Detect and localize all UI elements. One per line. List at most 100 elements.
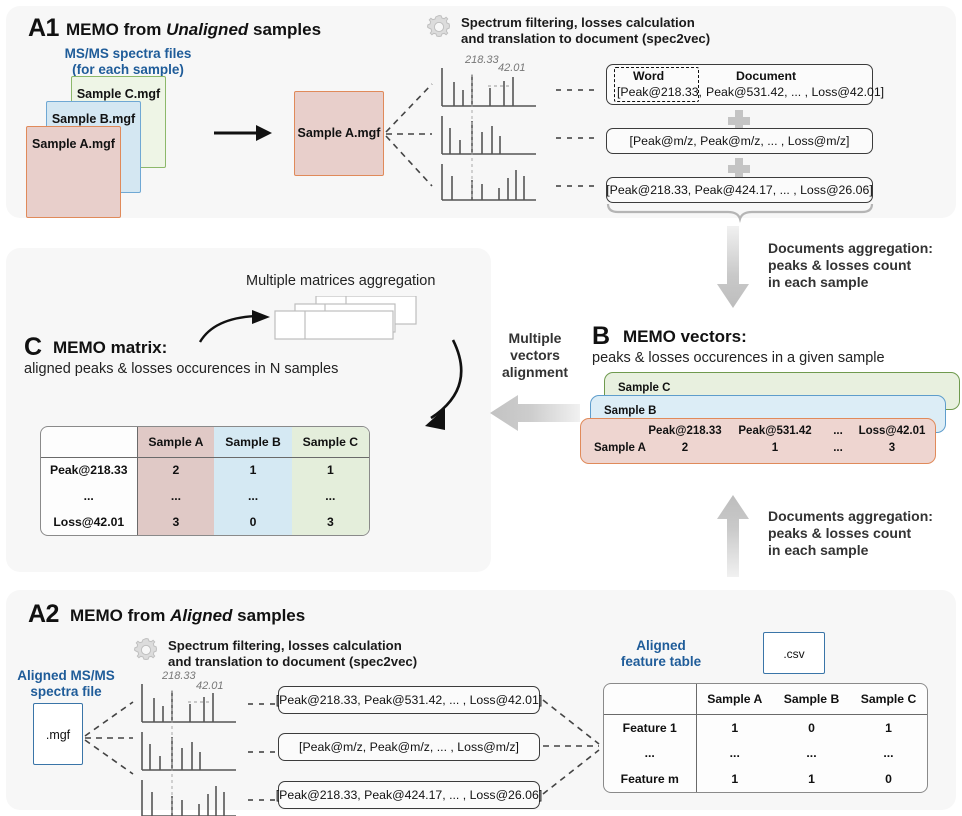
vector-bar-sample-a[interactable] [580, 418, 936, 464]
aggregation-caption-top: Documents aggregation: peaks & losses co… [768, 240, 933, 290]
document-box-2[interactable]: [Peak@m/z, Peak@m/z, ... , Loss@m/z] [606, 128, 873, 154]
matrix-cell-2-0: 3 [136, 509, 215, 535]
vector-val-1: 1 [771, 442, 779, 454]
vector-label-sample-b: Sample B [604, 405, 657, 417]
spectra-plots-a2 [141, 684, 236, 816]
peak-label-218: 218.33 [465, 54, 499, 66]
document-header: Document [736, 69, 797, 83]
matrix-cell-1-0: ... [136, 483, 215, 509]
multiple-matrices-aggregation-label: Multiple matrices aggregation [246, 273, 436, 289]
msms-spectra-files-label: MS/MS spectra files (for each sample) [64, 46, 192, 77]
document-box-a2-2[interactable]: [Peak@m/z, Peak@m/z, ... , Loss@m/z] [278, 733, 540, 761]
matrix-col-sample-a: Sample A [136, 427, 215, 458]
peak-label-42-a2: 42.01 [196, 680, 224, 692]
gear-caption-a1: Spectrum filtering, losses calculation a… [461, 15, 711, 46]
feature-col-empty [604, 684, 696, 716]
feature-cell-1-1: ... [806, 746, 817, 761]
vector-label-sample-a: Sample A [594, 442, 646, 454]
arrow-down-aggregation-top-icon [717, 226, 749, 308]
table-row: Loss@42.01 3 0 3 [41, 509, 369, 535]
gear-icon [426, 14, 451, 38]
vector-col-1: Peak@531.42 [738, 425, 812, 437]
panel-b-title: MEMO vectors: [623, 327, 747, 346]
vector-val-3: 3 [888, 442, 896, 454]
panel-b-subtitle: peaks & losses occurences in a given sam… [592, 350, 885, 366]
aggregation-caption-bottom: Documents aggregation: peaks & losses co… [768, 508, 933, 558]
multiple-vectors-alignment-caption: Multiple vectors alignment [501, 330, 569, 380]
matrix-row-label-1: ... [83, 489, 94, 503]
matrix-row-label-2: Loss@42.01 [53, 515, 125, 529]
spectra-plots-a1 [441, 68, 536, 201]
vector-label-sample-c: Sample C [618, 382, 671, 394]
table-header-row: Sample A Sample B Sample C [604, 684, 927, 716]
feature-col-sample-a: Sample A [695, 684, 774, 716]
gear-caption-a2: Spectrum filtering, losses calculation a… [168, 638, 418, 669]
feature-row-label-1: ... [644, 746, 655, 761]
peak-label-218-a2: 218.33 [162, 670, 196, 682]
connector-lines-a1 [385, 83, 433, 187]
matrix-col-sample-c: Sample C [291, 427, 369, 458]
arrow-left-alignment-icon [490, 395, 580, 431]
selected-file-sample-a[interactable]: Sample A.mgf [294, 91, 384, 176]
matrix-cell-0-2: 1 [291, 457, 369, 483]
word-header: Word [633, 69, 665, 83]
stacked-matrices-icon [274, 296, 417, 340]
document-box-1[interactable] [606, 64, 873, 105]
feature-col-sample-c: Sample C [850, 684, 927, 716]
feature-cell-1-0: ... [695, 740, 774, 767]
feature-cell-0-0: 1 [695, 714, 774, 741]
aligned-feature-table[interactable]: Sample A Sample B Sample C Feature 1 1 0… [603, 683, 928, 793]
word-highlight-box [614, 67, 699, 102]
connector-lines-a2 [84, 701, 134, 775]
aligned-feature-table-label: Aligned feature table [620, 638, 702, 669]
document-box-a2-1[interactable]: [Peak@218.33, Peak@531.42, ... , Loss@42… [276, 686, 542, 714]
table-row: ... ... ... ... [604, 740, 927, 767]
matrix-row-label-0: Peak@218.33 [49, 463, 128, 478]
feature-cell-1-2: ... [883, 746, 894, 761]
panel-c-letter: C [24, 333, 42, 361]
panel-a1-letter: A1 [28, 14, 59, 42]
feature-col-sample-b: Sample B [773, 684, 850, 716]
document-rest-text: Peak@531.42, ... , Loss@42.01] [706, 85, 885, 99]
feature-cell-2-0: 1 [695, 766, 774, 792]
curved-arrow-to-matrix-icon [425, 339, 463, 430]
gear-icon-a2 [133, 637, 158, 661]
document-word-text: [Peak@218.33, [617, 85, 702, 99]
feature-cell-0-2: 1 [885, 720, 892, 735]
mgf-file-box[interactable]: .mgf [33, 703, 83, 765]
document-box-3[interactable]: [Peak@218.33, Peak@424.17, ... , Loss@26… [606, 177, 873, 203]
matrix-cell-2-2: 3 [291, 509, 369, 535]
vector-col-3: Loss@42.01 [858, 425, 926, 437]
matrix-col-empty [41, 427, 137, 458]
file-card-sample-a[interactable]: Sample A.mgf [26, 126, 121, 218]
vector-val-2: ... [833, 442, 843, 454]
panel-a1-title: MEMO from Unaligned samples [66, 20, 322, 39]
panel-c-subtitle: aligned peaks & losses occurences in N s… [24, 361, 339, 377]
matrix-cell-0-0: 2 [136, 457, 215, 483]
matrix-cell-2-1: 0 [214, 509, 292, 535]
feature-cell-2-2: 0 [885, 772, 892, 787]
table-header-row: Sample A Sample B Sample C [41, 427, 369, 458]
table-row: Peak@218.33 2 1 1 [41, 457, 369, 483]
csv-file-box[interactable]: .csv [763, 632, 825, 674]
table-row: Feature m 1 1 0 [604, 766, 927, 792]
matrix-cell-1-2: ... [291, 483, 369, 509]
panel-b-letter: B [592, 322, 610, 350]
flow-arrow-right-icon [214, 125, 272, 141]
document-box-a2-3[interactable]: [Peak@218.33, Peak@424.17, ... , Loss@26… [276, 781, 542, 809]
feature-row-label-0: Feature 1 [622, 720, 677, 735]
panel-b: B MEMO vectors: peaks & losses occurence… [580, 322, 960, 502]
connector-dots-a1 [556, 89, 594, 187]
panel-a2-title: MEMO from Aligned samples [70, 606, 306, 625]
table-row: Feature 1 1 0 1 [604, 714, 927, 741]
matrix-col-sample-b: Sample B [214, 427, 292, 458]
connector-converge-a2 [542, 699, 600, 795]
vector-col-2: ... [833, 425, 843, 437]
memo-matrix-table[interactable]: Sample A Sample B Sample C Peak@218.33 2… [40, 426, 370, 536]
peak-label-42: 42.01 [498, 62, 526, 74]
feature-row-label-2: Feature m [620, 772, 679, 787]
aggregation-brace-icon [606, 203, 874, 223]
panel-c: Multiple matrices aggregation C MEMO mat… [6, 248, 491, 572]
feature-cell-2-1: 1 [808, 772, 815, 787]
